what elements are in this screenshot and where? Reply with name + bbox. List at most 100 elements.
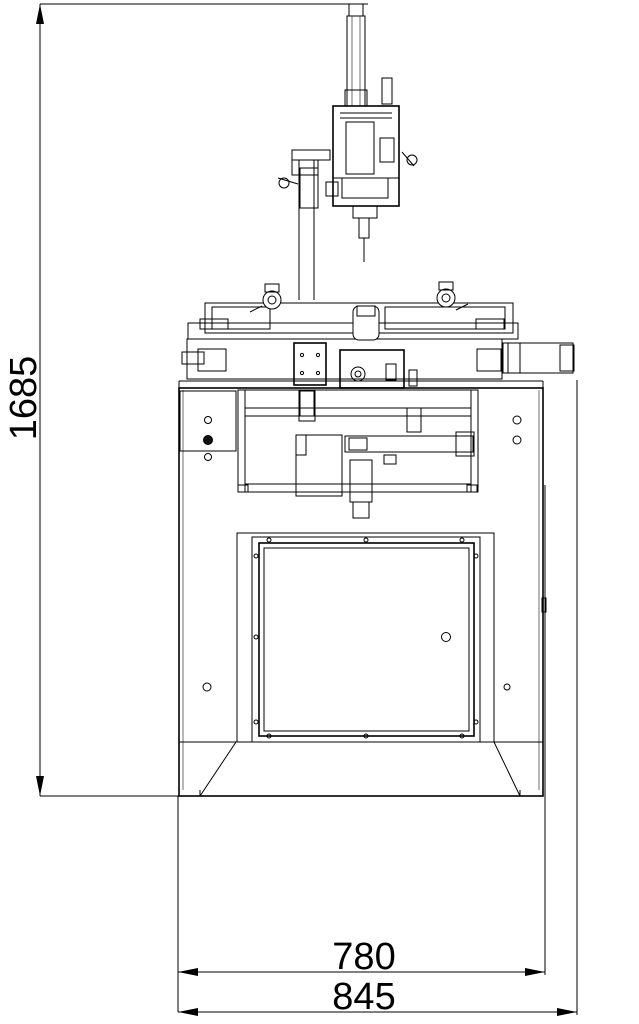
knob-center[interactable] [441, 293, 451, 303]
outer-width-dimension: 845 [178, 380, 578, 1018]
bolt [459, 733, 465, 739]
knob-lever[interactable] [249, 305, 263, 313]
rail-clamp-left [199, 318, 229, 330]
bolt [473, 719, 479, 725]
bolt [299, 370, 305, 376]
base-cabinet [178, 380, 547, 797]
indicator-light [204, 416, 212, 424]
inner-width-arrow-right [525, 968, 545, 976]
bolt [473, 553, 479, 559]
spindle-collar [352, 205, 378, 219]
rail-clamp-right [475, 318, 505, 330]
internal-frame [237, 389, 479, 519]
outer-width-arrow-right [557, 1008, 577, 1016]
inner-frame-box [237, 389, 479, 493]
left-stop [181, 351, 205, 365]
side-cylinder-cap [507, 342, 521, 374]
lower-slide [349, 459, 373, 503]
right-hole-top [512, 415, 522, 425]
head-unit [293, 342, 418, 417]
head-left-block [293, 342, 327, 386]
door-panel [263, 547, 470, 732]
knob-body[interactable] [262, 290, 282, 310]
air-fitting [381, 77, 393, 105]
head-guide [345, 121, 375, 175]
lock-lever-ball[interactable] [278, 177, 290, 189]
side-clamp [406, 407, 422, 433]
lower-slide-foot [352, 501, 370, 519]
frame-bracket-left [237, 484, 249, 493]
control-box [179, 390, 237, 452]
right-clamp-knob[interactable] [436, 281, 469, 311]
right-hole-middle [512, 435, 522, 445]
top-cap [348, 3, 364, 17]
slide-clamp [295, 434, 307, 456]
outer-width-arrow-left [178, 1008, 198, 1016]
frame-bracket-right [466, 484, 478, 493]
bolt [266, 733, 272, 739]
bolt [266, 537, 272, 543]
bolt [299, 352, 305, 358]
knob-body[interactable] [436, 288, 456, 308]
cylinder-endcap-left [348, 437, 368, 451]
head-center-block [339, 349, 405, 389]
knob-top[interactable] [438, 281, 454, 291]
support-left-block [197, 348, 227, 372]
head-gauge-center [354, 370, 362, 378]
knob-center[interactable] [267, 295, 277, 305]
height-dimension: 1685 [3, 3, 368, 797]
left-foot-bracket [178, 741, 237, 797]
spindle [358, 217, 370, 239]
head-shaft [299, 389, 315, 417]
column-arm [291, 149, 331, 161]
top-knob-ball[interactable] [406, 154, 418, 166]
head-lower-block [341, 177, 389, 199]
cylinder-fitting [383, 454, 397, 465]
side-cylinder-end [559, 344, 575, 372]
top-knob[interactable] [401, 151, 418, 167]
door-frame-mid [251, 536, 481, 743]
column-clamp [299, 167, 319, 209]
table-assembly [181, 281, 575, 380]
bolt [459, 537, 465, 543]
top-head-block [332, 105, 400, 207]
bolt [315, 352, 321, 358]
bolt [253, 719, 259, 725]
cylinder-collar [344, 89, 368, 107]
left-clamp-knob[interactable] [249, 283, 282, 313]
height-arrow-top [36, 4, 44, 24]
side-cylinder [502, 342, 574, 374]
right-foot-bracket [493, 741, 544, 797]
head-side-block [379, 137, 395, 163]
column-collar [325, 181, 339, 197]
height-label: 1685 [3, 356, 45, 441]
bolt [363, 537, 369, 543]
top-cylinder [346, 15, 366, 107]
column-post [298, 160, 315, 300]
cylinder-endcap-right [455, 431, 475, 457]
bolt [363, 733, 369, 739]
height-arrow-bottom [36, 776, 44, 796]
left-panel-hole [202, 682, 212, 692]
head-gauge-icon [350, 366, 366, 382]
table-left-plate [211, 306, 271, 330]
bolt [315, 370, 321, 376]
knob-lever[interactable] [455, 303, 469, 311]
pressure-pad-cap [356, 305, 376, 317]
switch-knob-icon [203, 435, 213, 445]
door-frame-outer [236, 532, 495, 743]
door-bolts [253, 537, 479, 739]
column-lock-knob[interactable] [277, 177, 299, 189]
table-support [186, 338, 503, 380]
door-frame-inner [258, 542, 475, 737]
side-latch [541, 597, 547, 613]
bolt [253, 553, 259, 559]
vertical-slide-block [295, 434, 343, 497]
knob-top[interactable] [264, 283, 280, 293]
door-handle-icon[interactable] [441, 632, 451, 642]
top-knob-lever[interactable] [401, 151, 415, 167]
inner-width-dimension: 780 [177, 485, 546, 1012]
column-assembly [277, 3, 418, 300]
inner-width-label: 780 [332, 936, 395, 978]
